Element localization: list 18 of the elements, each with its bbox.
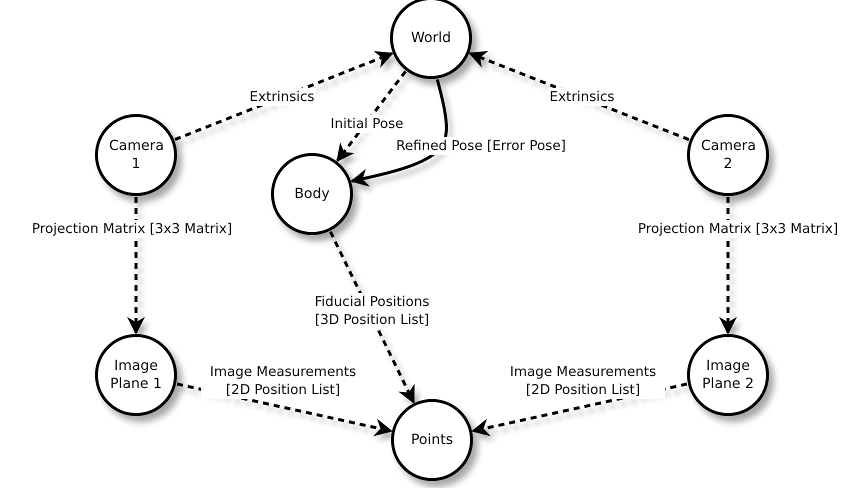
arrow: [719, 197, 737, 335]
arrow: [336, 70, 407, 162]
edge-label: Initial Pose: [328, 115, 406, 133]
edge-label: Extrinsics: [248, 88, 316, 106]
node-label: Camera 1: [109, 137, 163, 173]
node-label: Image Plane 2: [701, 357, 755, 393]
edge-label: Extrinsics: [548, 88, 616, 106]
arrow: [127, 197, 145, 335]
edge-label: Refined Pose [Error Pose]: [394, 137, 568, 155]
node-label: World: [410, 29, 452, 47]
circle-node: [391, 399, 473, 481]
node-label: Points: [410, 431, 454, 449]
node-label: Camera 2: [701, 137, 755, 173]
node-label: Body: [294, 185, 330, 203]
circle-node: [271, 153, 353, 235]
node-label: Image Plane 1: [109, 357, 163, 393]
circle-node: [390, 0, 472, 79]
arrow: [350, 79, 448, 186]
